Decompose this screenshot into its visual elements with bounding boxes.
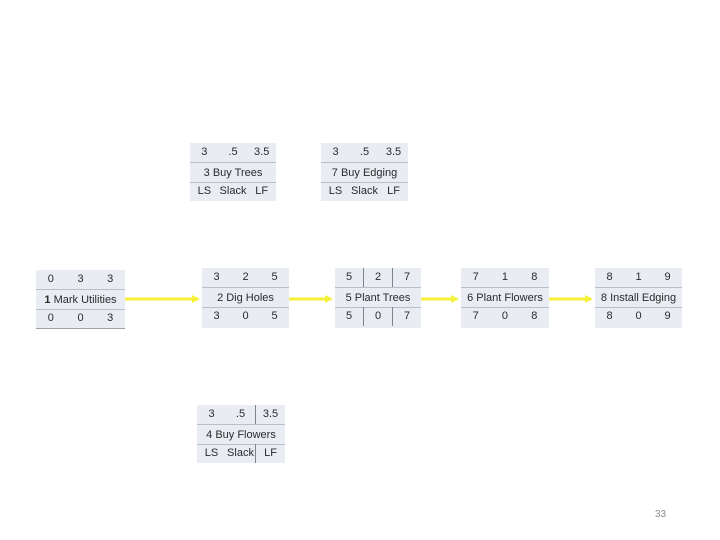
node-buy-trees: 3 .5 3.5 3 Buy Trees LS Slack LF bbox=[190, 143, 276, 201]
slack: Slack bbox=[227, 447, 254, 459]
activity-name: 2 Dig Holes bbox=[217, 291, 274, 304]
slack: 0 bbox=[501, 310, 509, 322]
early-finish: 5 bbox=[271, 271, 278, 283]
late-start: LS bbox=[328, 185, 343, 197]
late-start: 0 bbox=[47, 312, 54, 324]
duration: .5 bbox=[359, 146, 370, 158]
late-finish: 3 bbox=[107, 312, 114, 324]
node-dig-holes: 3 2 5 2 Dig Holes 3 0 5 bbox=[202, 268, 289, 328]
late-finish: LF bbox=[387, 185, 400, 197]
duration: 2 bbox=[363, 268, 392, 287]
slack: 0 bbox=[77, 312, 84, 324]
early-finish: 3.5 bbox=[385, 146, 402, 158]
duration: 2 bbox=[242, 271, 249, 283]
early-finish: 3.5 bbox=[254, 146, 270, 158]
early-finish: 9 bbox=[664, 271, 671, 283]
early-start: 0 bbox=[47, 273, 54, 285]
duration: 3 bbox=[77, 273, 84, 285]
late-finish: 8 bbox=[531, 310, 538, 322]
late-start: 5 bbox=[345, 310, 353, 322]
duration: .5 bbox=[228, 146, 238, 158]
late-start: 3 bbox=[213, 310, 220, 322]
early-finish: 3.5 bbox=[255, 405, 285, 424]
early-finish: 8 bbox=[531, 271, 538, 283]
activity-name: 7 Buy Edging bbox=[331, 166, 398, 179]
late-finish: LF bbox=[255, 444, 285, 463]
early-start: 8 bbox=[606, 271, 613, 283]
node-mark-utilities: 0 3 3 1 Mark Utilities 0 0 3 bbox=[36, 270, 125, 328]
late-start: 7 bbox=[472, 310, 479, 322]
late-start: LS bbox=[197, 185, 212, 197]
slack: 0 bbox=[363, 307, 392, 326]
early-start: 3 bbox=[213, 271, 220, 283]
slack: 0 bbox=[242, 310, 249, 322]
early-start: 3 bbox=[332, 146, 339, 158]
duration: .5 bbox=[235, 408, 246, 420]
activity-name: 6 Plant Flowers bbox=[467, 291, 543, 304]
late-finish: LF bbox=[255, 185, 269, 197]
page-number: 33 bbox=[655, 509, 667, 520]
activity-name: 8 Install Edging bbox=[600, 291, 677, 304]
slack: Slack bbox=[219, 185, 247, 197]
activity-number: 1 bbox=[44, 293, 51, 306]
node-plant-flowers: 7 1 8 6 Plant Flowers 7 0 8 bbox=[461, 268, 549, 328]
activity-name: 1 Mark Utilities bbox=[36, 294, 125, 306]
early-start: 5 bbox=[345, 271, 353, 283]
activity-label: Mark Utilities bbox=[53, 293, 117, 306]
early-finish: 3 bbox=[107, 273, 114, 285]
activity-name: 4 Buy Flowers bbox=[206, 428, 276, 441]
late-finish: 9 bbox=[664, 310, 671, 322]
late-finish: 7 bbox=[392, 307, 421, 326]
node-buy-flowers: 3 .5 3.5 4 Buy Flowers LS Slack LF bbox=[197, 405, 285, 463]
late-start: 8 bbox=[606, 310, 613, 322]
node-install-edging: 8 1 9 8 Install Edging 8 0 9 bbox=[595, 268, 682, 328]
duration: 1 bbox=[635, 271, 642, 283]
early-start: 3 bbox=[201, 146, 208, 158]
node-underline bbox=[36, 328, 125, 329]
duration: 1 bbox=[501, 271, 509, 283]
slack: 0 bbox=[635, 310, 642, 322]
slack: Slack bbox=[351, 185, 378, 197]
early-finish: 7 bbox=[392, 268, 421, 287]
early-start: 3 bbox=[208, 408, 215, 420]
node-buy-edging: 3 .5 3.5 7 Buy Edging LS Slack LF bbox=[321, 143, 408, 201]
node-plant-trees: 5 2 7 5 Plant Trees 5 0 7 bbox=[335, 268, 421, 328]
activity-name: 5 Plant Trees bbox=[345, 291, 411, 304]
activity-name: 3 Buy Trees bbox=[203, 166, 263, 179]
late-finish: 5 bbox=[271, 310, 278, 322]
late-start: LS bbox=[204, 447, 219, 459]
early-start: 7 bbox=[472, 271, 479, 283]
